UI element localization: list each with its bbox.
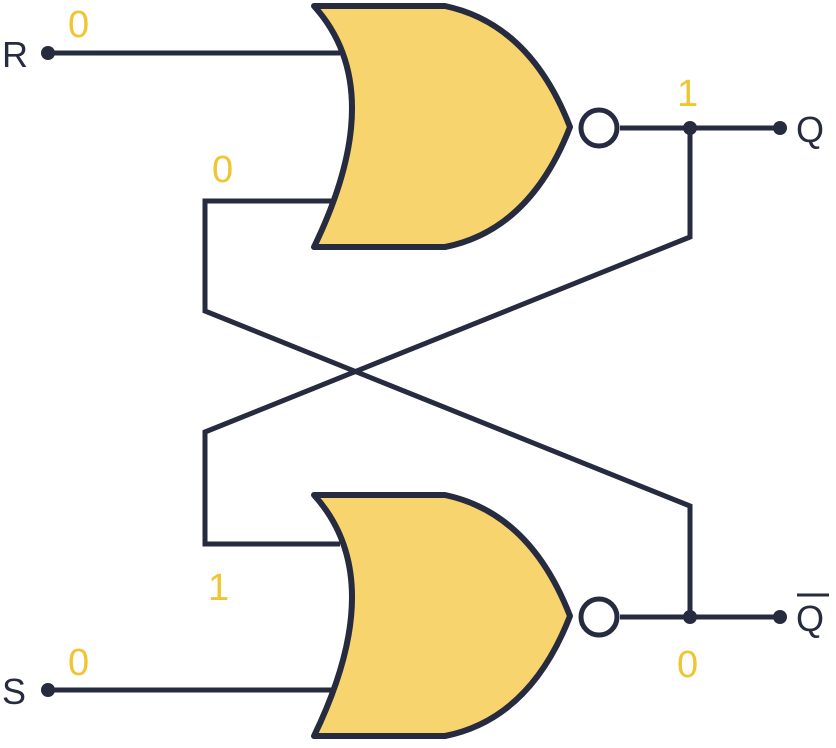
q-bar-terminal-dot	[773, 610, 787, 624]
q-junction-dot	[683, 121, 697, 135]
top-nor-inversion-bubble	[578, 107, 620, 149]
q-bar-output-value: 0	[677, 644, 698, 686]
wires	[48, 50, 780, 693]
q-bar-feedback-wire	[202, 198, 693, 617]
s-input-value: 0	[68, 642, 89, 684]
q-terminal-dot	[773, 121, 787, 135]
bottom-nor-inversion-bubble	[578, 596, 620, 638]
top-nor-gate-body	[311, 3, 573, 250]
bottom-nor-gate	[311, 492, 620, 739]
connection-dots	[41, 46, 787, 697]
logic-values: 0 0 1 1 0 0	[68, 4, 698, 686]
q-bar-output-label: Q	[796, 598, 824, 639]
top-gate-feedback-value: 0	[212, 149, 233, 191]
s-input-label: S	[2, 671, 26, 712]
r-input-label: R	[2, 34, 28, 75]
q-output-label: Q	[796, 109, 824, 150]
r-input-value: 0	[68, 4, 89, 46]
q-output-value: 1	[677, 73, 698, 115]
r-terminal-dot	[41, 46, 55, 60]
top-nor-gate	[311, 3, 620, 250]
q-bar-junction-dot	[683, 610, 697, 624]
q-feedback-wire	[202, 128, 693, 547]
port-labels: R S Q Q	[2, 34, 829, 712]
s-terminal-dot	[41, 683, 55, 697]
bottom-nor-gate-body	[311, 492, 573, 739]
bottom-gate-feedback-value: 1	[208, 567, 229, 609]
